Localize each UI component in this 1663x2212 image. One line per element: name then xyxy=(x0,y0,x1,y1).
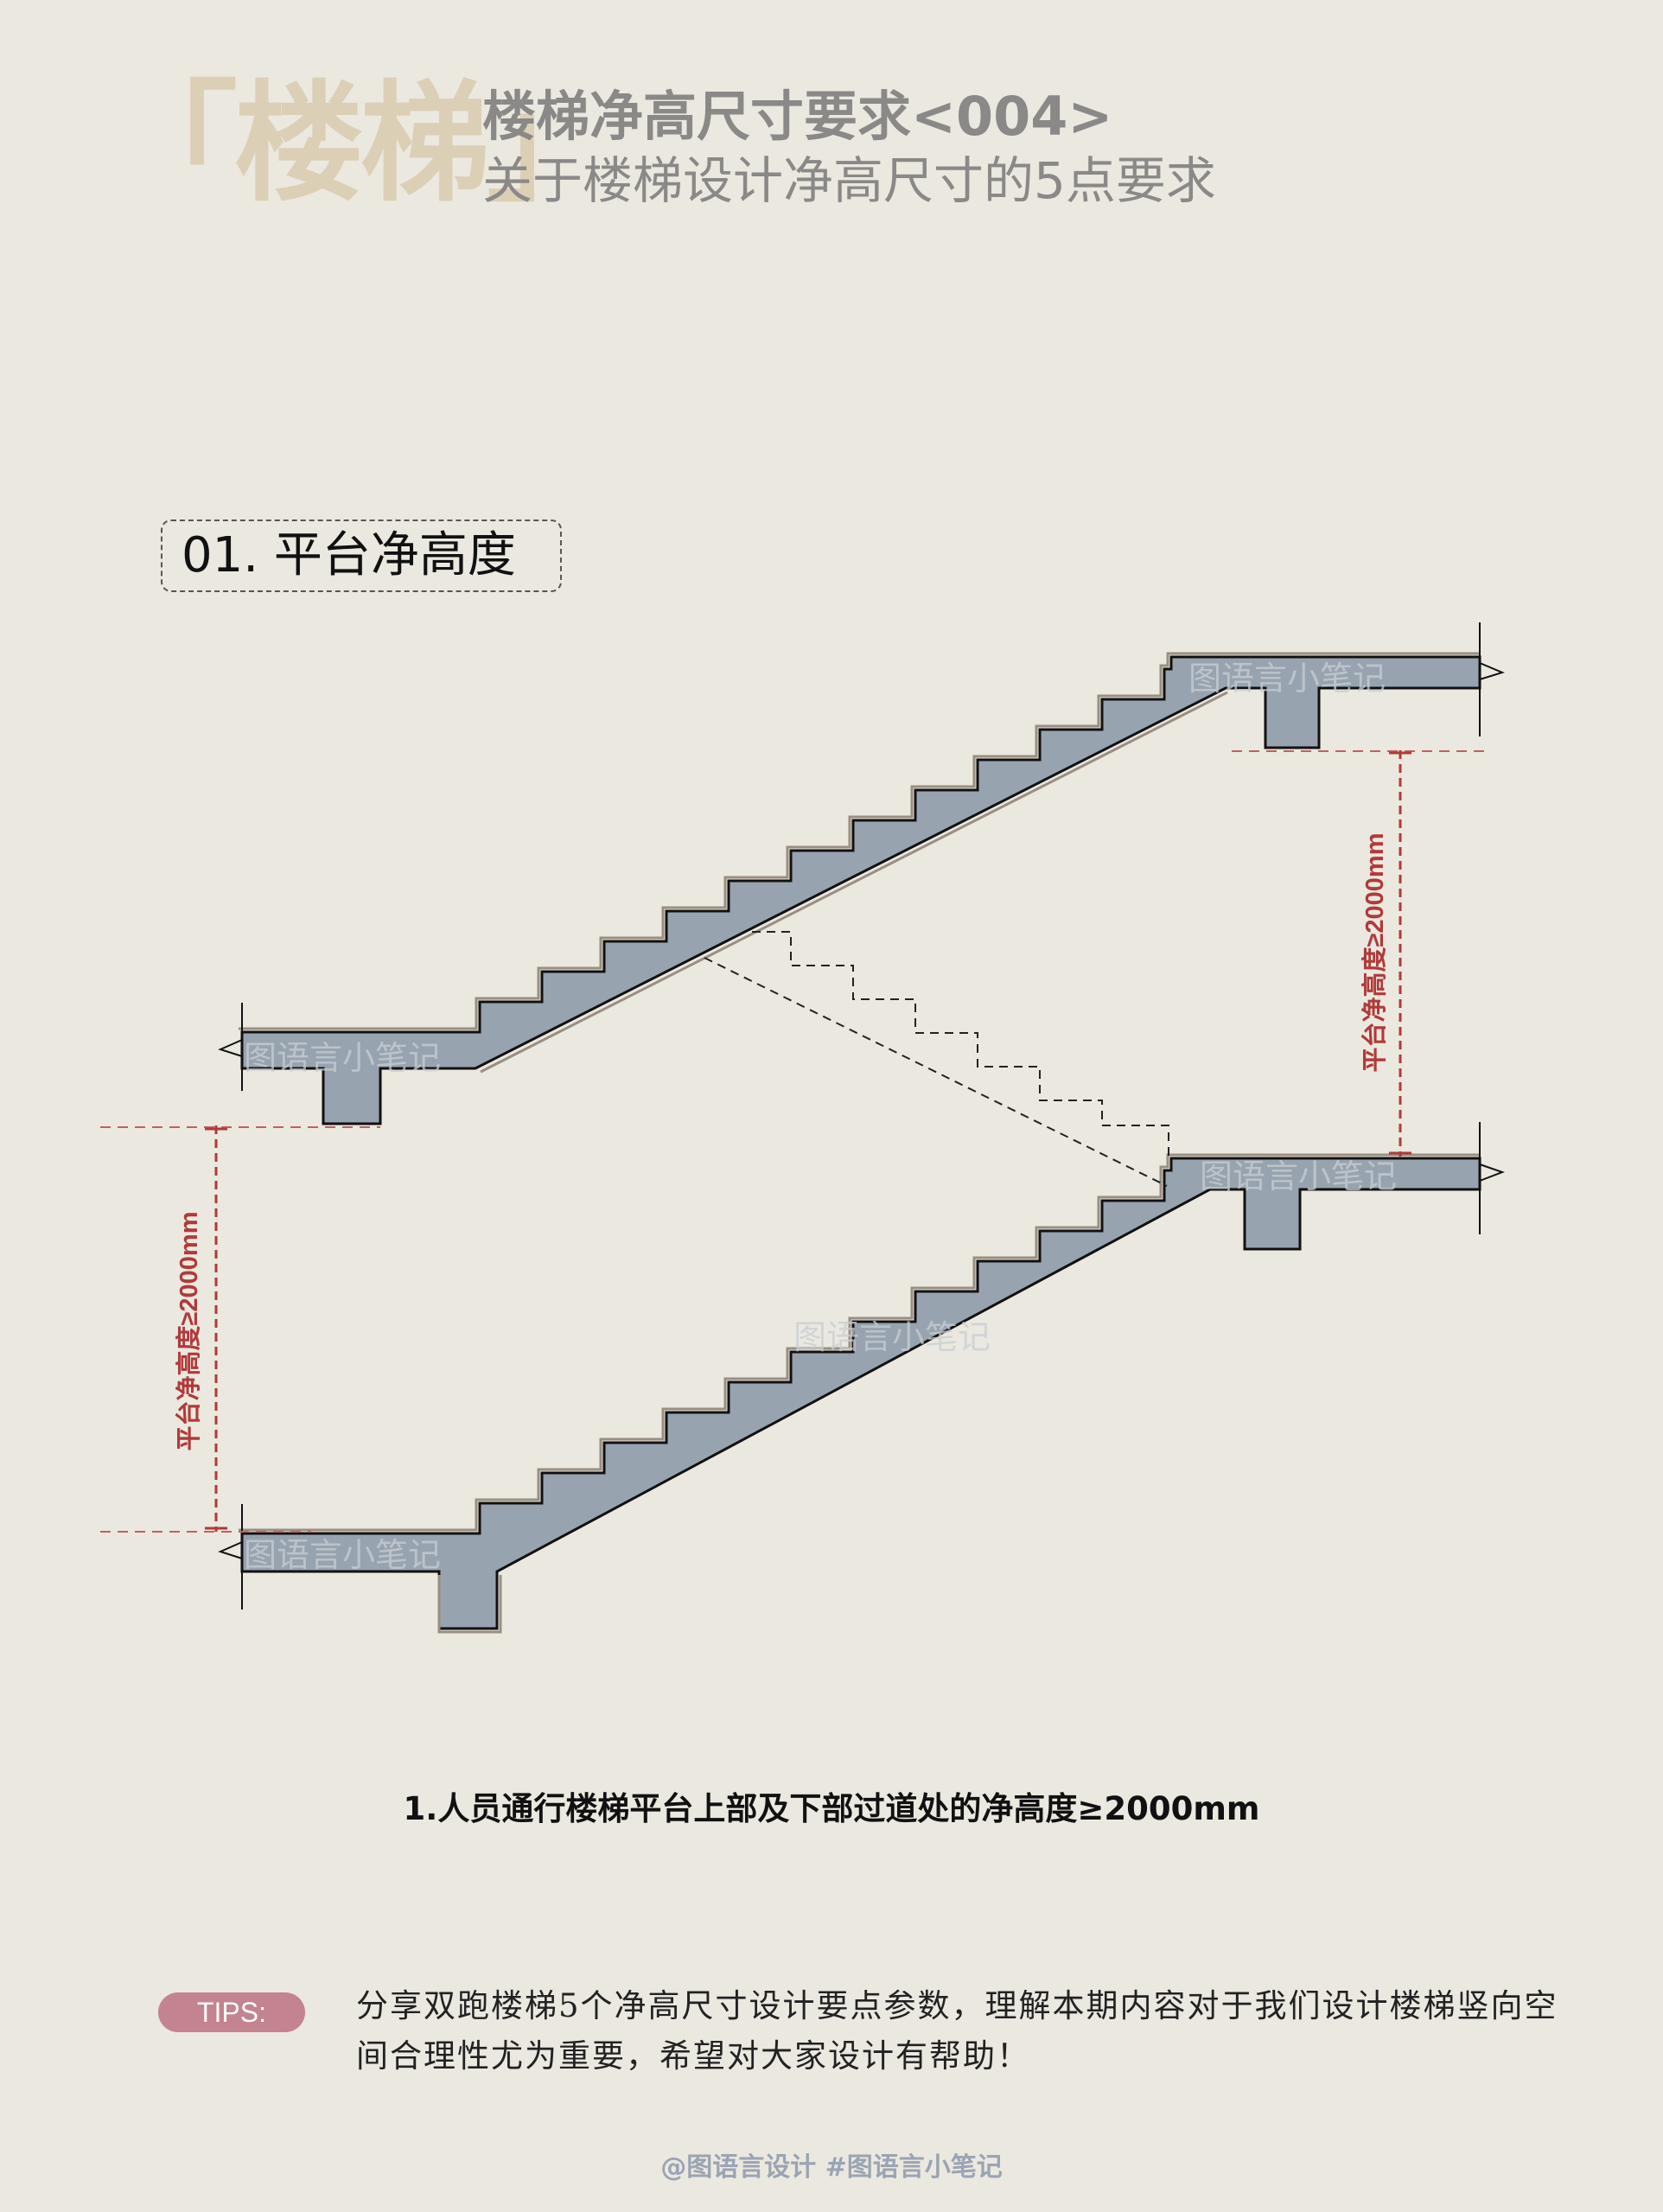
header: 「楼梯」 楼梯净高尺寸要求<004> 关于楼梯设计净高尺寸的5点要求 xyxy=(0,0,1663,259)
tips-text: 分享双跑楼梯5个净高尺寸设计要点参数，理解本期内容对于我们设计楼梯竖向空间合理性… xyxy=(356,1987,1558,2075)
break-lines xyxy=(218,622,1505,1610)
page-title: 楼梯净高尺寸要求<004> xyxy=(482,85,1113,148)
upper-clearance-dimension: 平台净高度≥2000mm xyxy=(1232,750,1487,1157)
footer-credits: @图语言设计 #图语言小笔记 xyxy=(660,2152,1003,2183)
watermark-text: 图语言小笔记 xyxy=(1200,1157,1397,1195)
watermark-text: 图语言小笔记 xyxy=(793,1318,991,1356)
hidden-stair-outline xyxy=(704,931,1169,1187)
section-label: 01. 平台净高度 xyxy=(161,520,562,592)
upper-clearance-label: 平台净高度≥2000mm xyxy=(1360,832,1389,1072)
brand-title: 「楼梯」 xyxy=(108,69,616,220)
lower-clearance-dimension: 平台净高度≥2000mm xyxy=(100,1125,380,1533)
lower-flight xyxy=(239,1153,1481,1634)
diagram-caption: 1.人员通行楼梯平台上部及下部过道处的净高度≥2000mm xyxy=(403,1790,1260,1827)
upper-flight xyxy=(239,652,1481,1125)
watermark-text: 图语言小笔记 xyxy=(244,1039,441,1077)
watermark-text: 图语言小笔记 xyxy=(1188,660,1386,698)
page-subtitle: 关于楼梯设计净高尺寸的5点要求 xyxy=(482,151,1216,210)
watermark-text: 图语言小笔记 xyxy=(244,1536,441,1574)
tips-badge: TIPS: xyxy=(158,1992,305,2032)
watermarks: 图语言小笔记 图语言小笔记 图语言小笔记 图语言小笔记 图语言小笔记 xyxy=(244,660,1397,1574)
lower-clearance-label: 平台净高度≥2000mm xyxy=(174,1211,203,1450)
